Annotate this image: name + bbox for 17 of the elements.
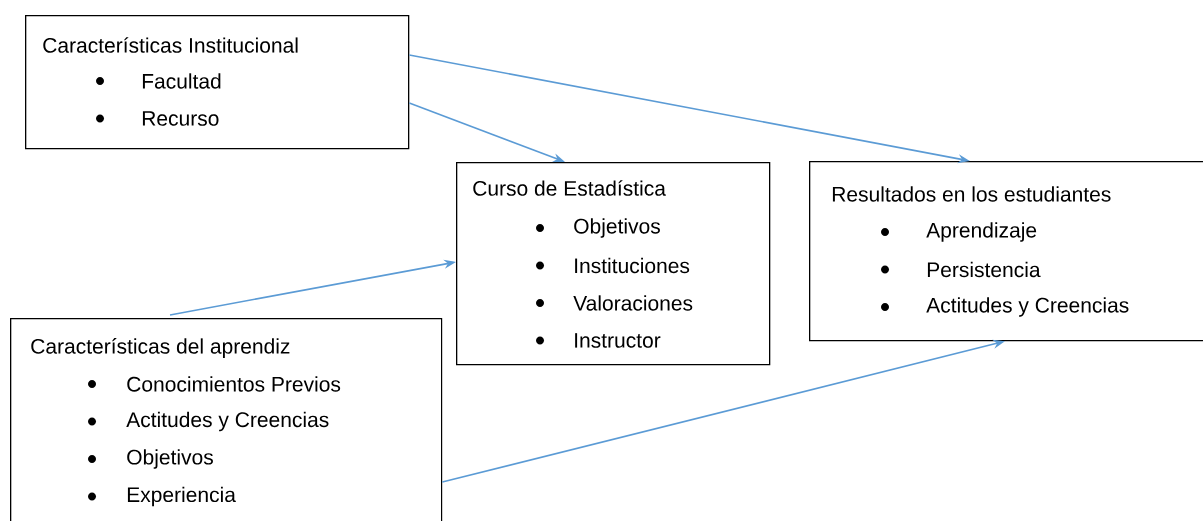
bullet-item: Actitudes y Creencias <box>88 411 329 432</box>
heading: Características del aprendiz <box>31 338 290 358</box>
bullet-item: Objetivos <box>88 449 213 469</box>
bullet-item: Actitudes y Creencias <box>881 297 1129 317</box>
bullet-item: Experiencia <box>88 486 236 507</box>
heading: Curso de Estadística <box>473 180 666 196</box>
heading: Resultados en los estudiantes <box>832 186 1111 202</box>
bullet-item: Instituciones <box>536 257 690 274</box>
bullet-item: Valoraciones <box>536 295 693 311</box>
bullet-item: Conocimientos Previos <box>88 376 341 392</box>
bullet-item: Aprendizaje <box>881 222 1037 242</box>
bullet-item: Instructor <box>536 333 661 348</box>
bullet-item: Persistencia <box>881 261 1041 278</box>
bullet-item: Facultad <box>96 73 221 89</box>
bullet-item: Recurso <box>96 111 219 126</box>
bullet-item: Objetivos <box>536 218 660 238</box>
heading: Características Institucional <box>43 37 298 53</box>
